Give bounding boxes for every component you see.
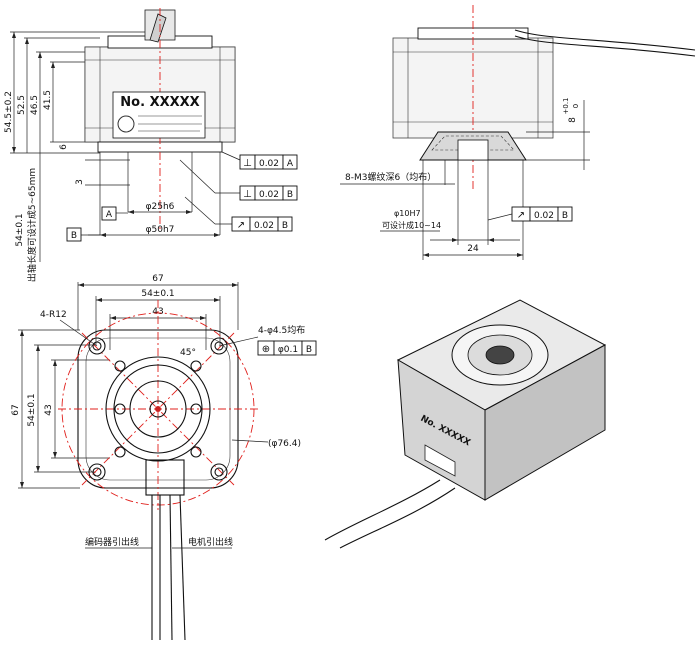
tol-value: 0.02	[254, 221, 274, 231]
tol-ref: B	[562, 211, 568, 221]
angle-45: 45°	[180, 348, 196, 358]
side-view: 54.5±0.2 52.5 46.5 41.5 6 3 No. XXXXX	[4, 8, 298, 282]
tol-ref: B	[282, 221, 288, 231]
mount-hole-icon	[88, 463, 106, 481]
tolerance-frame-runout: ↗ 0.02 B	[184, 196, 293, 232]
runout-icon: ↗	[237, 220, 245, 231]
dim-height-52: 52.5	[17, 95, 27, 115]
dim-50h7: φ50h7	[146, 225, 175, 235]
tol-value: 0.02	[259, 190, 279, 200]
dim-54-left: 54±0.1	[27, 393, 37, 426]
dim-height-41: 41.5	[43, 90, 53, 110]
tol-ref: B	[306, 345, 312, 355]
dim-height-46: 46.5	[30, 95, 40, 115]
dim-54-side: 54±0.1	[15, 213, 25, 246]
position-tolerance-frame: ⊕ φ0.1 B	[257, 340, 317, 356]
right-side-view: 8 +0.1 0 24 8-M3螺纹深6（均布） φ10H7 可设计成10~14…	[340, 5, 696, 260]
mount-hole-icon	[210, 337, 228, 355]
encoder-lead-label: 编码器引出线	[85, 536, 139, 548]
bolt-circle-dim: (φ76.4)	[268, 439, 301, 449]
dim-54-top: 54±0.1	[141, 289, 174, 299]
hole-note: 4-φ4.5均布	[258, 324, 305, 336]
dim-8-tol-lower: 0	[572, 104, 580, 108]
dim-height-total: 54.5±0.2	[4, 91, 14, 133]
dim-43-left: 43	[44, 404, 54, 415]
mount-hole-icon	[210, 463, 228, 481]
dim-67-left: 67	[11, 404, 21, 415]
tol-value: φ0.1	[278, 345, 298, 355]
dim-6: 6	[59, 144, 69, 150]
motor-lead-label: 电机引出线	[188, 536, 233, 548]
tol-ref: A	[287, 159, 294, 169]
perp-icon: ⊥	[243, 189, 252, 200]
dim-3: 3	[75, 179, 85, 185]
dim-8: 8	[568, 117, 578, 123]
logo-icon	[117, 115, 135, 133]
dim-8-tol-upper: +0.1	[562, 98, 570, 115]
position-icon: ⊕	[262, 344, 270, 355]
radius-note: 4-R12	[40, 310, 67, 320]
hole-note-1: φ10H7	[394, 209, 421, 218]
perp-icon: ⊥	[243, 158, 252, 169]
thread-note: 8-M3螺纹深6（均布）	[345, 171, 436, 183]
mount-hole-icon	[88, 337, 106, 355]
tolerance-frame-runout-right: ↗ 0.02 B	[487, 206, 573, 222]
isometric-view: No. XXXXX	[324, 299, 607, 549]
front-view: 67 54±0.1 43 67 54±0.1 43	[11, 274, 317, 641]
tol-ref: B	[287, 190, 293, 200]
dim-67-top: 67	[152, 274, 163, 284]
dim-24: 24	[467, 244, 479, 254]
hole-note-2: 可设计成10~14	[382, 220, 441, 230]
tol-value: 0.02	[259, 159, 279, 169]
dim-25h6: φ25h6	[146, 202, 175, 212]
tol-value: 0.02	[534, 211, 554, 221]
tolerance-frame-perp-b: ⊥ 0.02 B	[179, 159, 298, 201]
tolerance-frame-perp-a: ⊥ 0.02 A	[221, 151, 298, 170]
side-label-no: No. XXXXX	[120, 95, 199, 110]
datum-a: A	[106, 210, 113, 220]
datum-b: B	[71, 231, 77, 241]
runout-icon: ↗	[517, 210, 525, 221]
shaft-length-note: 出轴长度可设计成5~65mm	[26, 168, 38, 282]
